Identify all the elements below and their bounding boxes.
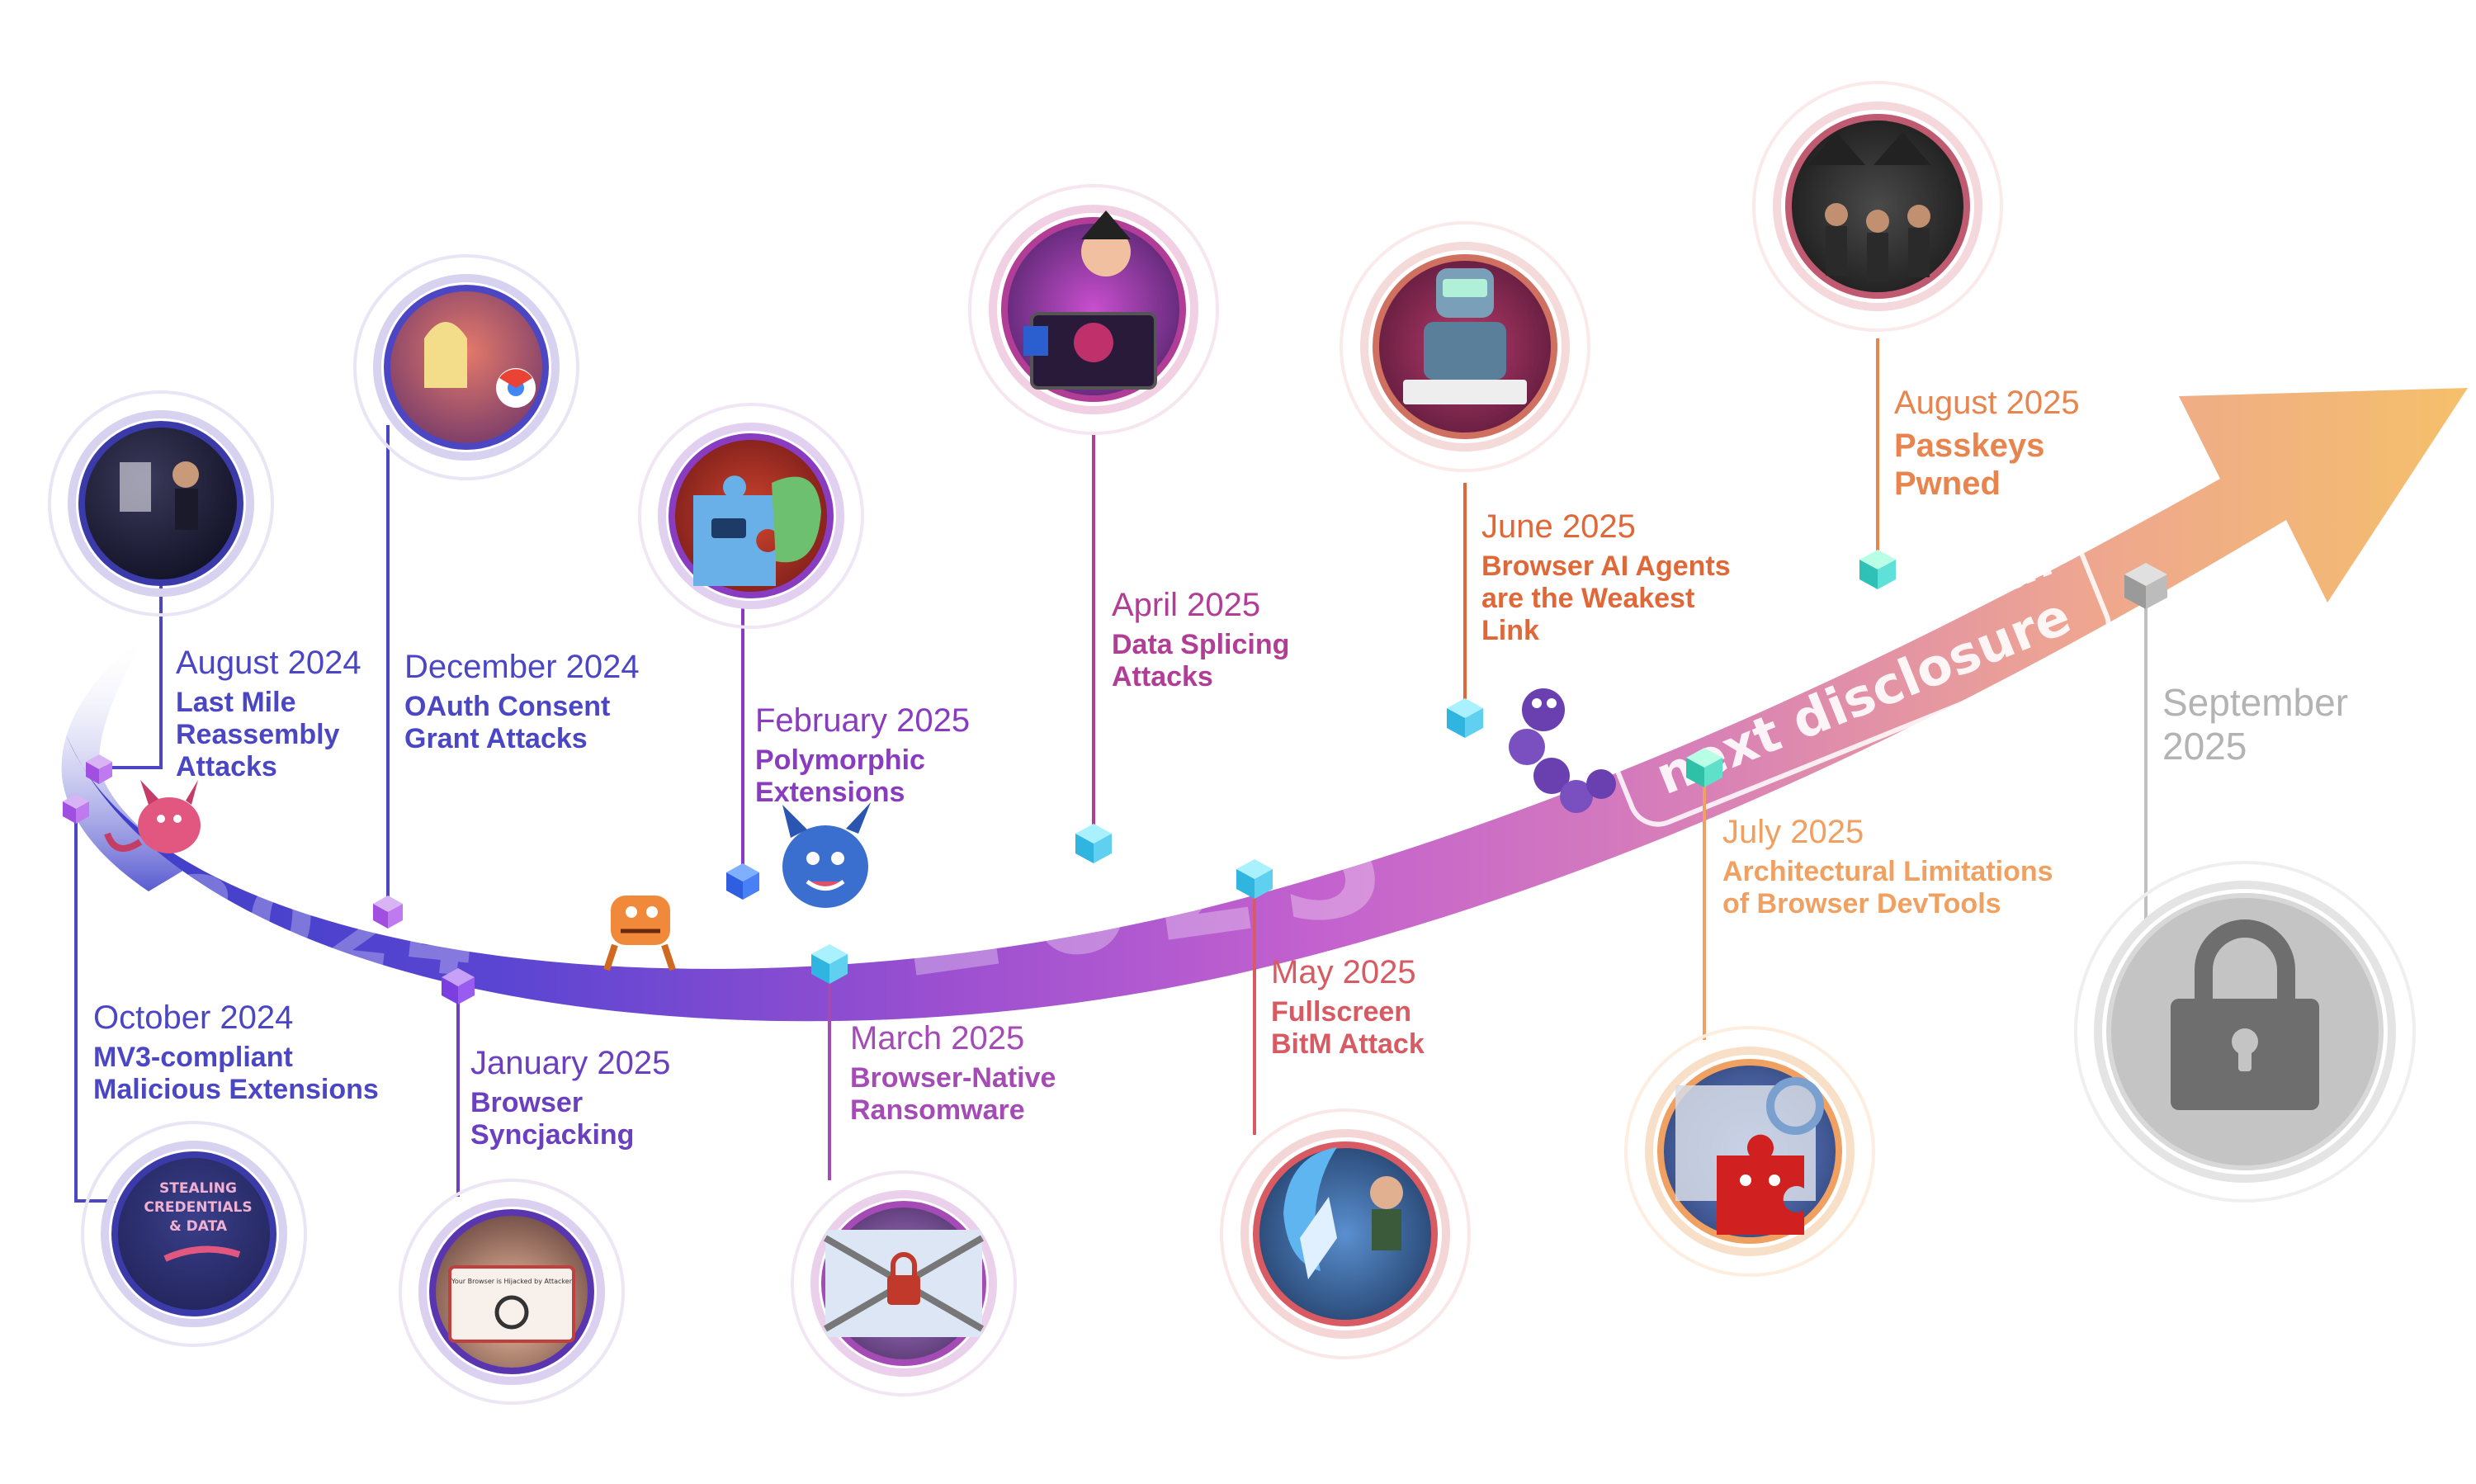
event-jul-2025-image[interactable] (1624, 1026, 1875, 1277)
event-oct-2024-image[interactable]: STEALING CREDENTIALS & DATA (81, 1121, 307, 1347)
event-sep-2025-image[interactable] (2074, 861, 2416, 1203)
event-mar-2025-image[interactable] (791, 1170, 1017, 1397)
cube-marker (373, 896, 403, 929)
hijacked-browser-text: Your Browser is Hijacked by Attacker (451, 1278, 573, 1285)
cube-markers (63, 550, 2167, 1004)
event-date: August 2025 (1894, 385, 2080, 421)
event-date: April 2025 (1112, 587, 1261, 623)
event-apr-2025-image[interactable] (968, 184, 1219, 435)
event-jun-2025-image[interactable] (1340, 221, 1590, 472)
cube-marker (86, 754, 112, 784)
event-date: January 2025 (470, 1045, 671, 1081)
event-date: August 2024 (176, 645, 361, 681)
event-date: July 2025 (1722, 814, 1864, 850)
cube-marker (1236, 859, 1273, 899)
stealing-credentials-text-1: STEALING (159, 1180, 237, 1197)
event-aug-2025-image[interactable] (1752, 81, 2003, 332)
event-aug-2024-image[interactable] (48, 390, 274, 617)
connectors (74, 338, 2148, 1203)
orange-monster-mascot (603, 896, 676, 971)
cube-marker (1447, 698, 1483, 738)
event-date: June 2025 (1481, 508, 1636, 545)
event-label-sep-2025: September 2025 (2162, 681, 2410, 768)
event-date: October 2024 (93, 1000, 294, 1036)
mascot-creatures (104, 688, 1616, 971)
timeline-ribbon (66, 388, 2468, 1022)
purple-centipede-mascot (1509, 688, 1616, 813)
cube-marker (1859, 550, 1896, 589)
event-may-2025-image[interactable] (1220, 1108, 1471, 1359)
event-dec-2024-image[interactable] (353, 254, 579, 480)
cube-marker (63, 794, 89, 824)
cube-marker (811, 944, 848, 984)
event-date: February 2025 (755, 702, 971, 739)
event-date: March 2025 (850, 1020, 1025, 1056)
pink-devil-mascot (104, 780, 201, 853)
event-date: September 2025 (2162, 681, 2349, 768)
cube-marker (2124, 563, 2167, 609)
event-jan-2025-image[interactable]: Your Browser is Hijacked by Attacker (399, 1179, 625, 1405)
stealing-credentials-text-2: CREDENTIALS (144, 1199, 252, 1216)
cube-marker (442, 968, 475, 1004)
cube-marker (1686, 748, 1722, 787)
stealing-credentials-text-3: & DATA (169, 1218, 228, 1235)
cube-marker (1075, 824, 1112, 863)
cube-marker (726, 863, 759, 900)
ribbon-tail (61, 636, 191, 891)
lock-icon (2171, 919, 2319, 1110)
blue-monster-mascot (782, 802, 871, 908)
event-feb-2025-image[interactable] (638, 403, 864, 629)
event-date: May 2025 (1271, 954, 1416, 990)
event-date: December 2024 (404, 649, 640, 685)
